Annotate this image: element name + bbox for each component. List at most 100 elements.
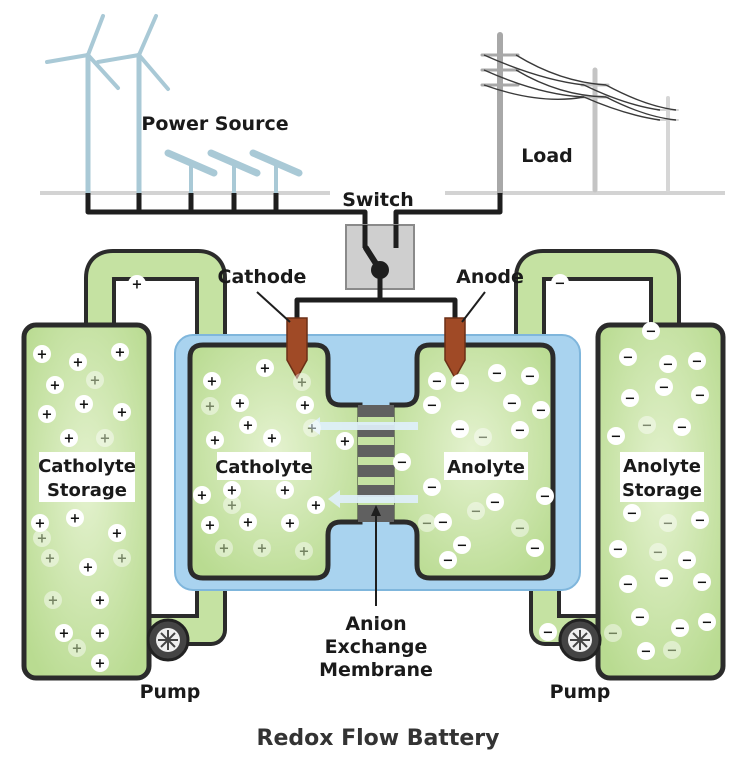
negative-ion: − (393, 453, 411, 471)
svg-text:−: − (443, 554, 454, 569)
svg-text:+: + (112, 527, 123, 542)
power-pylon-icon (657, 96, 679, 192)
svg-text:−: − (543, 626, 554, 641)
solar-panel-icon (207, 149, 261, 195)
svg-text:−: − (695, 514, 706, 529)
cathode-label: Cathode (218, 266, 307, 288)
svg-text:+: + (227, 499, 238, 514)
svg-text:−: − (646, 325, 657, 340)
negative-ion: − (691, 511, 709, 529)
positive-ion: + (60, 429, 78, 447)
svg-text:+: + (42, 408, 53, 423)
membrane-label-line3: Membrane (319, 659, 433, 681)
svg-text:+: + (37, 532, 48, 547)
svg-text:+: + (73, 356, 84, 371)
positive-ion: + (263, 429, 281, 447)
svg-text:−: − (455, 423, 466, 438)
negative-ion: − (511, 421, 529, 439)
anolyte-storage-label-bg (620, 452, 704, 502)
svg-text:+: + (280, 484, 291, 499)
positive-ion: + (113, 403, 131, 421)
negative-ion: − (451, 420, 469, 438)
positive-ion: + (91, 654, 109, 672)
svg-text:+: + (297, 376, 308, 391)
positive-ion: + (55, 624, 73, 642)
svg-text:−: − (663, 517, 674, 532)
svg-text:+: + (95, 657, 106, 672)
diagram-title: Redox Flow Battery (257, 726, 500, 751)
negative-ion: − (609, 540, 627, 558)
svg-text:+: + (35, 517, 46, 532)
negative-ion: − (631, 608, 649, 626)
positive-ion: + (223, 496, 241, 514)
positive-ion: + (239, 416, 257, 434)
svg-text:+: + (257, 542, 268, 557)
positive-ion: + (201, 397, 219, 415)
svg-text:−: − (530, 542, 541, 557)
svg-text:−: − (682, 554, 693, 569)
negative-ion: − (467, 502, 485, 520)
svg-text:−: − (438, 516, 449, 531)
positive-ion: + (256, 359, 274, 377)
svg-text:−: − (536, 404, 547, 419)
anolyte-label-bg (444, 452, 528, 480)
switch-icon[interactable] (345, 224, 415, 292)
svg-text:−: − (641, 645, 652, 660)
positive-ion: + (193, 486, 211, 504)
negative-ion: − (423, 396, 441, 414)
positive-ion: + (296, 396, 314, 414)
svg-text:−: − (663, 358, 674, 373)
svg-text:+: + (90, 374, 101, 389)
negative-ion: − (655, 378, 673, 396)
negative-ion: − (536, 487, 554, 505)
catholyte-label: Catholyte (215, 457, 313, 478)
pump-icon[interactable] (558, 618, 602, 662)
svg-text:+: + (100, 432, 111, 447)
svg-text:+: + (243, 516, 254, 531)
cathode-electrode (286, 317, 308, 380)
load-group: Load (445, 32, 725, 196)
svg-text:+: + (227, 484, 238, 499)
svg-text:+: + (210, 434, 221, 449)
svg-text:−: − (667, 644, 678, 659)
positive-ion: + (206, 431, 224, 449)
solar-panel-icon (249, 149, 303, 195)
svg-text:−: − (653, 546, 664, 561)
svg-text:+: + (299, 545, 310, 560)
pump-left-label: Pump (140, 681, 201, 703)
catholyte-label-bg (217, 452, 311, 480)
svg-text:−: − (492, 367, 503, 382)
switch-label: Switch (342, 189, 414, 211)
svg-text:−: − (627, 507, 638, 522)
svg-text:+: + (267, 432, 278, 447)
catholyte-storage-label-bg (39, 452, 135, 502)
svg-text:+: + (311, 499, 322, 514)
negative-ion: − (621, 389, 639, 407)
svg-text:+: + (205, 519, 216, 534)
svg-text:+: + (340, 435, 351, 450)
svg-text:−: − (695, 389, 706, 404)
power-source-label: Power Source (141, 113, 288, 135)
positive-ion: + (33, 529, 51, 547)
negative-ion: − (434, 513, 452, 531)
positive-ion: + (231, 394, 249, 412)
positive-ion: + (91, 624, 109, 642)
negative-ion: − (671, 619, 689, 637)
anolyte-storage-label-line2: Storage (622, 480, 702, 501)
svg-text:+: + (50, 379, 61, 394)
negative-ion: − (604, 624, 622, 642)
positive-ion: + (281, 514, 299, 532)
svg-text:+: + (260, 362, 271, 377)
positive-ion: + (128, 275, 146, 293)
positive-ion: + (38, 405, 56, 423)
svg-text:−: − (611, 430, 622, 445)
negative-ion: − (521, 367, 539, 385)
svg-text:−: − (692, 355, 703, 370)
pump-icon[interactable] (146, 618, 190, 662)
svg-text:+: + (37, 348, 48, 363)
negative-ion: − (619, 348, 637, 366)
svg-text:−: − (613, 543, 624, 558)
svg-text:−: − (555, 277, 566, 292)
svg-text:−: − (471, 505, 482, 520)
